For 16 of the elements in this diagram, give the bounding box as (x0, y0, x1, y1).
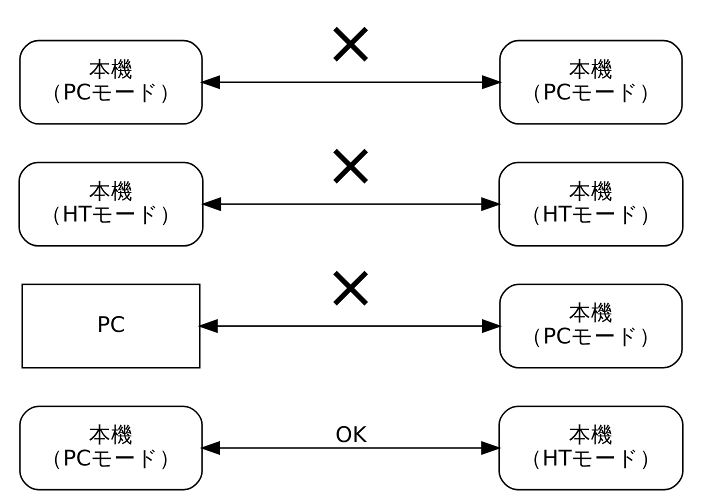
node-box: 本機 （PCモード） (498, 284, 682, 369)
node-box: 本機 （HTモード） (498, 162, 684, 247)
arrow (197, 319, 502, 334)
node-box: 本機 （PCモード） (18, 40, 202, 125)
node-box: 本機 （HTモード） (18, 162, 204, 247)
edge-label: × (324, 250, 376, 323)
node-box: 本機 （HTモード） (498, 406, 684, 490)
edge-label: OK (334, 423, 366, 448)
arrow (200, 197, 501, 212)
node-box: 本機 （PCモード） (18, 406, 202, 490)
edge-label: × (324, 128, 376, 201)
node-box: PC (20, 284, 200, 369)
arrow (199, 440, 501, 456)
edge-label: × (324, 6, 376, 79)
arrow (199, 75, 502, 90)
node-box: 本機 （PCモード） (498, 40, 682, 125)
